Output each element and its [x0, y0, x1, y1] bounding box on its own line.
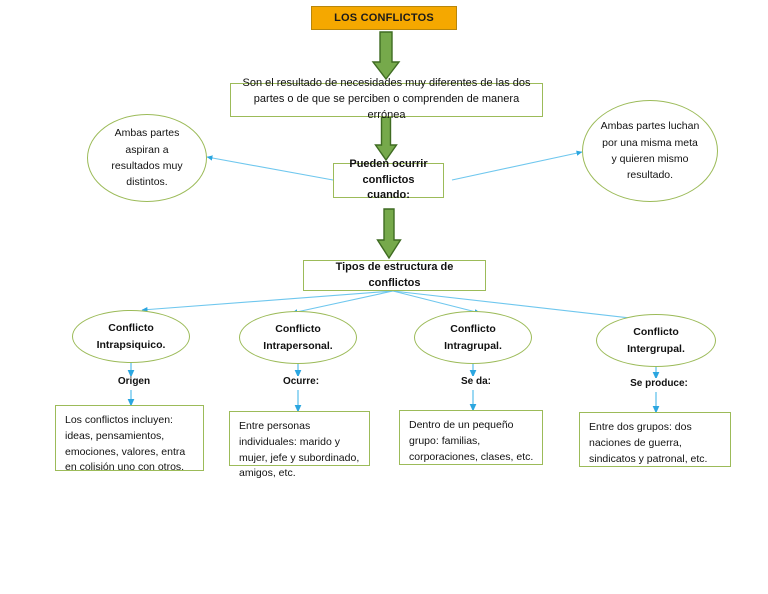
side-ellipse-left-text: Ambas partes aspiran a resultados muy di…: [111, 127, 183, 189]
type-ellipse-1: Conflicto Intrapsiquico.: [72, 310, 190, 363]
side-ellipse-left: Ambas partes aspiran a resultados muy di…: [87, 114, 207, 202]
cause-header-box: Pueden ocurrir conflictos cuando:: [333, 158, 444, 201]
type-ellipse-3-line2: Intragrupal.: [444, 339, 502, 352]
detail-box-3: Dentro de un pequeño grupo: familias, co…: [399, 410, 543, 465]
type-ellipse-1-line1: Conflicto: [108, 322, 154, 335]
type-ellipse-1-line2: Intrapsiquico.: [96, 338, 166, 351]
detail-box-1: Los conflictos incluyen: ideas, pensamie…: [55, 405, 204, 473]
definition-box: Son el resultado de necesidades muy dife…: [230, 77, 543, 121]
definition-text: Son el resultado de necesidades muy dife…: [242, 77, 531, 121]
connector-label-3: Se da:: [433, 376, 519, 387]
title-box: LOS CONFLICTOS: [311, 6, 457, 30]
connector-label-4: Se produce:: [611, 378, 707, 389]
edge-types-to-type-2: [291, 290, 394, 315]
detail-box-1-text: Los conflictos incluyen: ideas, pensamie…: [65, 414, 186, 474]
side-ellipse-right: Ambas partes luchan por una misma meta y…: [582, 100, 718, 202]
edge-types-to-type-1: [141, 290, 394, 313]
connector-label-3-text: Se da:: [460, 376, 491, 387]
type-ellipse-4-line2: Intergrupal.: [627, 342, 685, 355]
cause-header-text: Pueden ocurrir conflictos cuando:: [349, 157, 428, 202]
title-text: LOS CONFLICTOS: [334, 12, 434, 24]
edge-cause-to-right-ellipse: [451, 150, 583, 181]
green-block-arrow-3: [376, 208, 402, 260]
connector-label-1: Origen: [91, 376, 177, 387]
type-ellipse-2-line1: Conflicto: [275, 323, 321, 336]
type-ellipse-4: Conflicto Intergrupal.: [596, 314, 716, 367]
type-ellipse-3: Conflicto Intragrupal.: [414, 311, 532, 364]
green-block-arrow-1: [371, 31, 401, 81]
side-ellipse-right-text: Ambas partes luchan por una misma meta y…: [600, 120, 700, 182]
detail-box-2: Entre personas individuales: marido y mu…: [229, 411, 370, 479]
connector-label-4-text: Se produce:: [630, 378, 688, 389]
edge-cause-to-left-ellipse: [206, 155, 334, 181]
detail-box-4-text: Entre dos grupos: dos naciones de guerra…: [589, 421, 708, 465]
types-header-text: Tipos de estructura de conflictos: [335, 260, 454, 289]
type-ellipse-3-line1: Conflicto: [450, 323, 496, 336]
edge-types-to-type-4: [392, 290, 649, 323]
type-ellipse-4-line1: Conflicto: [633, 326, 679, 339]
connector-label-1-text: Origen: [117, 376, 151, 387]
type-ellipse-2-line2: Intrapersonal.: [263, 339, 333, 352]
type-ellipse-2: Conflicto Intrapersonal.: [239, 311, 357, 364]
edge-types-to-type-3: [392, 290, 481, 315]
types-header-box: Tipos de estructura de conflictos: [303, 260, 486, 291]
connector-label-2-text: Ocurre:: [282, 376, 320, 387]
detail-box-4: Entre dos grupos: dos naciones de guerra…: [579, 412, 731, 467]
detail-box-3-text: Dentro de un pequeño grupo: familias, co…: [409, 419, 534, 463]
detail-box-2-text: Entre personas individuales: marido y mu…: [239, 420, 360, 480]
connector-label-2: Ocurre:: [258, 376, 344, 387]
